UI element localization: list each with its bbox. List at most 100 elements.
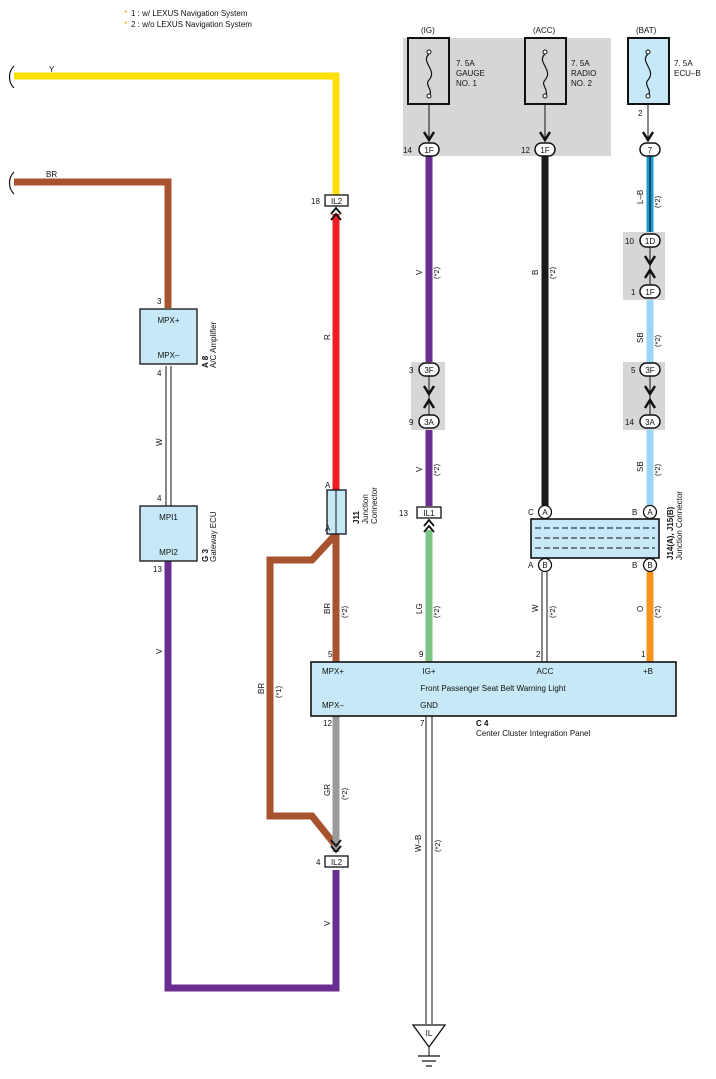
label-w-b: W–B	[414, 835, 423, 852]
fuse-gauge-line2: NO. 1	[456, 79, 477, 88]
j11-pin-a-bottom: A	[325, 524, 331, 533]
pin-10: 10	[625, 237, 634, 246]
panel-pin-12: 12	[323, 719, 332, 728]
mark-o: (*2)	[653, 605, 662, 618]
panel-code: C 4	[476, 719, 489, 728]
j11-name-1: Junction	[361, 494, 370, 524]
svg-text:7: 7	[648, 146, 653, 155]
svg-text:3A: 3A	[645, 418, 655, 427]
fuse-gauge	[407, 37, 450, 105]
svg-text:1F: 1F	[645, 288, 654, 297]
mark-w-acc: (*2)	[548, 605, 557, 618]
panel-pin-2: 2	[536, 650, 541, 659]
label-v-bottom: V	[323, 920, 332, 926]
mark-br-mid: (*2)	[340, 605, 349, 618]
pin-9-ig: 9	[409, 418, 414, 427]
j14-code: J14(A), J15(B)	[666, 506, 675, 560]
pin-13-il1: 13	[399, 509, 408, 518]
mark-b-acc: (*2)	[548, 266, 557, 279]
pin-5-bat: 5	[631, 366, 636, 375]
label-w-acc: W	[531, 604, 540, 612]
ground-icon: IL	[411, 1024, 447, 1067]
panel-name: Center Cluster Integration Panel	[476, 729, 591, 738]
mark-v-ig-1: (*2)	[432, 266, 441, 279]
label-br-mid: BR	[323, 603, 332, 614]
panel-pin-1: 1	[641, 650, 646, 659]
amp-pin-3: 3	[157, 297, 162, 306]
svg-text:1F: 1F	[424, 146, 433, 155]
label-lb: L–B	[636, 190, 645, 204]
label-gr: GR	[323, 784, 332, 796]
pin-1: 1	[631, 288, 636, 297]
j11-code: J11	[352, 511, 361, 524]
label-sb-2: SB	[636, 461, 645, 472]
fuse-gauge-amp: 7. 5A	[456, 59, 475, 68]
svg-text:B: B	[647, 561, 652, 570]
svg-text:MPX–: MPX–	[158, 351, 180, 360]
svg-text:MPX+: MPX+	[157, 316, 179, 325]
connector-il2-bottom: IL2	[324, 839, 349, 868]
note-2-star: *	[124, 20, 127, 29]
pin-14-bat: 14	[625, 418, 634, 427]
fuse-ecu-b	[627, 37, 670, 105]
wire-y	[14, 72, 340, 196]
panel-pin-9: 9	[419, 650, 424, 659]
svg-text:IL2: IL2	[331, 858, 343, 867]
mark-lb: (*2)	[653, 195, 662, 208]
fuse-radio-line2: NO. 2	[571, 79, 592, 88]
svg-text:1D: 1D	[645, 237, 655, 246]
gateway-name: Gateway ECU	[209, 511, 218, 562]
panel-gnd: GND	[420, 701, 438, 710]
pin-3-ig: 3	[409, 366, 414, 375]
mark-br-loop: (*1)	[274, 685, 283, 698]
connector-1f-bat: 1F	[639, 284, 661, 299]
pin-12-acc: 12	[521, 146, 530, 155]
fuse-radio	[524, 37, 567, 105]
mark-gr: (*2)	[340, 787, 349, 800]
gateway-pin-4: 4	[157, 494, 162, 503]
svg-text:3F: 3F	[424, 366, 433, 375]
svg-text:IL2: IL2	[331, 197, 343, 206]
panel-b-plus: +B	[643, 667, 653, 676]
svg-text:MPI2: MPI2	[159, 548, 178, 557]
connector-3a-bat: 3A	[639, 414, 661, 429]
connector-1f-ig: 1F	[418, 142, 440, 157]
label-r: R	[323, 334, 332, 340]
panel-title: Front Passenger Seat Belt Warning Light	[420, 684, 566, 693]
connector-3a-ig: 3A	[418, 414, 440, 429]
j14-pin-c: C	[528, 508, 534, 517]
svg-text:1F: 1F	[540, 146, 549, 155]
note-1: 1 : w/ LEXUS Navigation System	[131, 9, 248, 18]
center-cluster-panel: MPX+ IG+ ACC +B Front Passenger Seat Bel…	[310, 661, 677, 717]
connector-1d: 1D	[639, 233, 661, 248]
label-o: O	[636, 606, 645, 612]
j11-name-2: Connector	[370, 487, 379, 524]
label-lg: LG	[415, 603, 424, 614]
amp-pin-4: 4	[157, 369, 162, 378]
svg-text:IL: IL	[426, 1029, 433, 1038]
svg-text:MPI1: MPI1	[159, 513, 178, 522]
j14-pin-b-bottom: B	[632, 561, 637, 570]
connector-7-bat: 7	[639, 142, 661, 157]
connector-3f-ig: 3F	[418, 362, 440, 377]
pin-14-ig: 14	[403, 146, 412, 155]
mark-sb-2: (*2)	[653, 463, 662, 476]
footnotes: * 1 : w/ LEXUS Navigation System * 2 : w…	[124, 9, 252, 29]
label-br-loop: BR	[257, 683, 266, 694]
connector-3f-bat: 3F	[639, 362, 661, 377]
panel-mpx-plus: MPX+	[322, 667, 344, 676]
mark-v-ig-2: (*2)	[432, 463, 441, 476]
mark-w-b: (*2)	[433, 839, 442, 852]
amp-code: A 8	[201, 355, 210, 368]
gateway-pin-13: 13	[153, 565, 162, 574]
ac-amplifier: MPX+ MPX–	[139, 308, 198, 365]
wire-break-2	[8, 171, 15, 195]
wire-v-bottom	[164, 560, 340, 992]
svg-text:IL1: IL1	[423, 509, 435, 518]
panel-pin-7: 7	[420, 719, 425, 728]
junction-connector-j11	[326, 489, 347, 535]
connector-1f-acc: 1F	[534, 142, 556, 157]
svg-text:3A: 3A	[424, 418, 434, 427]
label-sb-1: SB	[636, 332, 645, 343]
